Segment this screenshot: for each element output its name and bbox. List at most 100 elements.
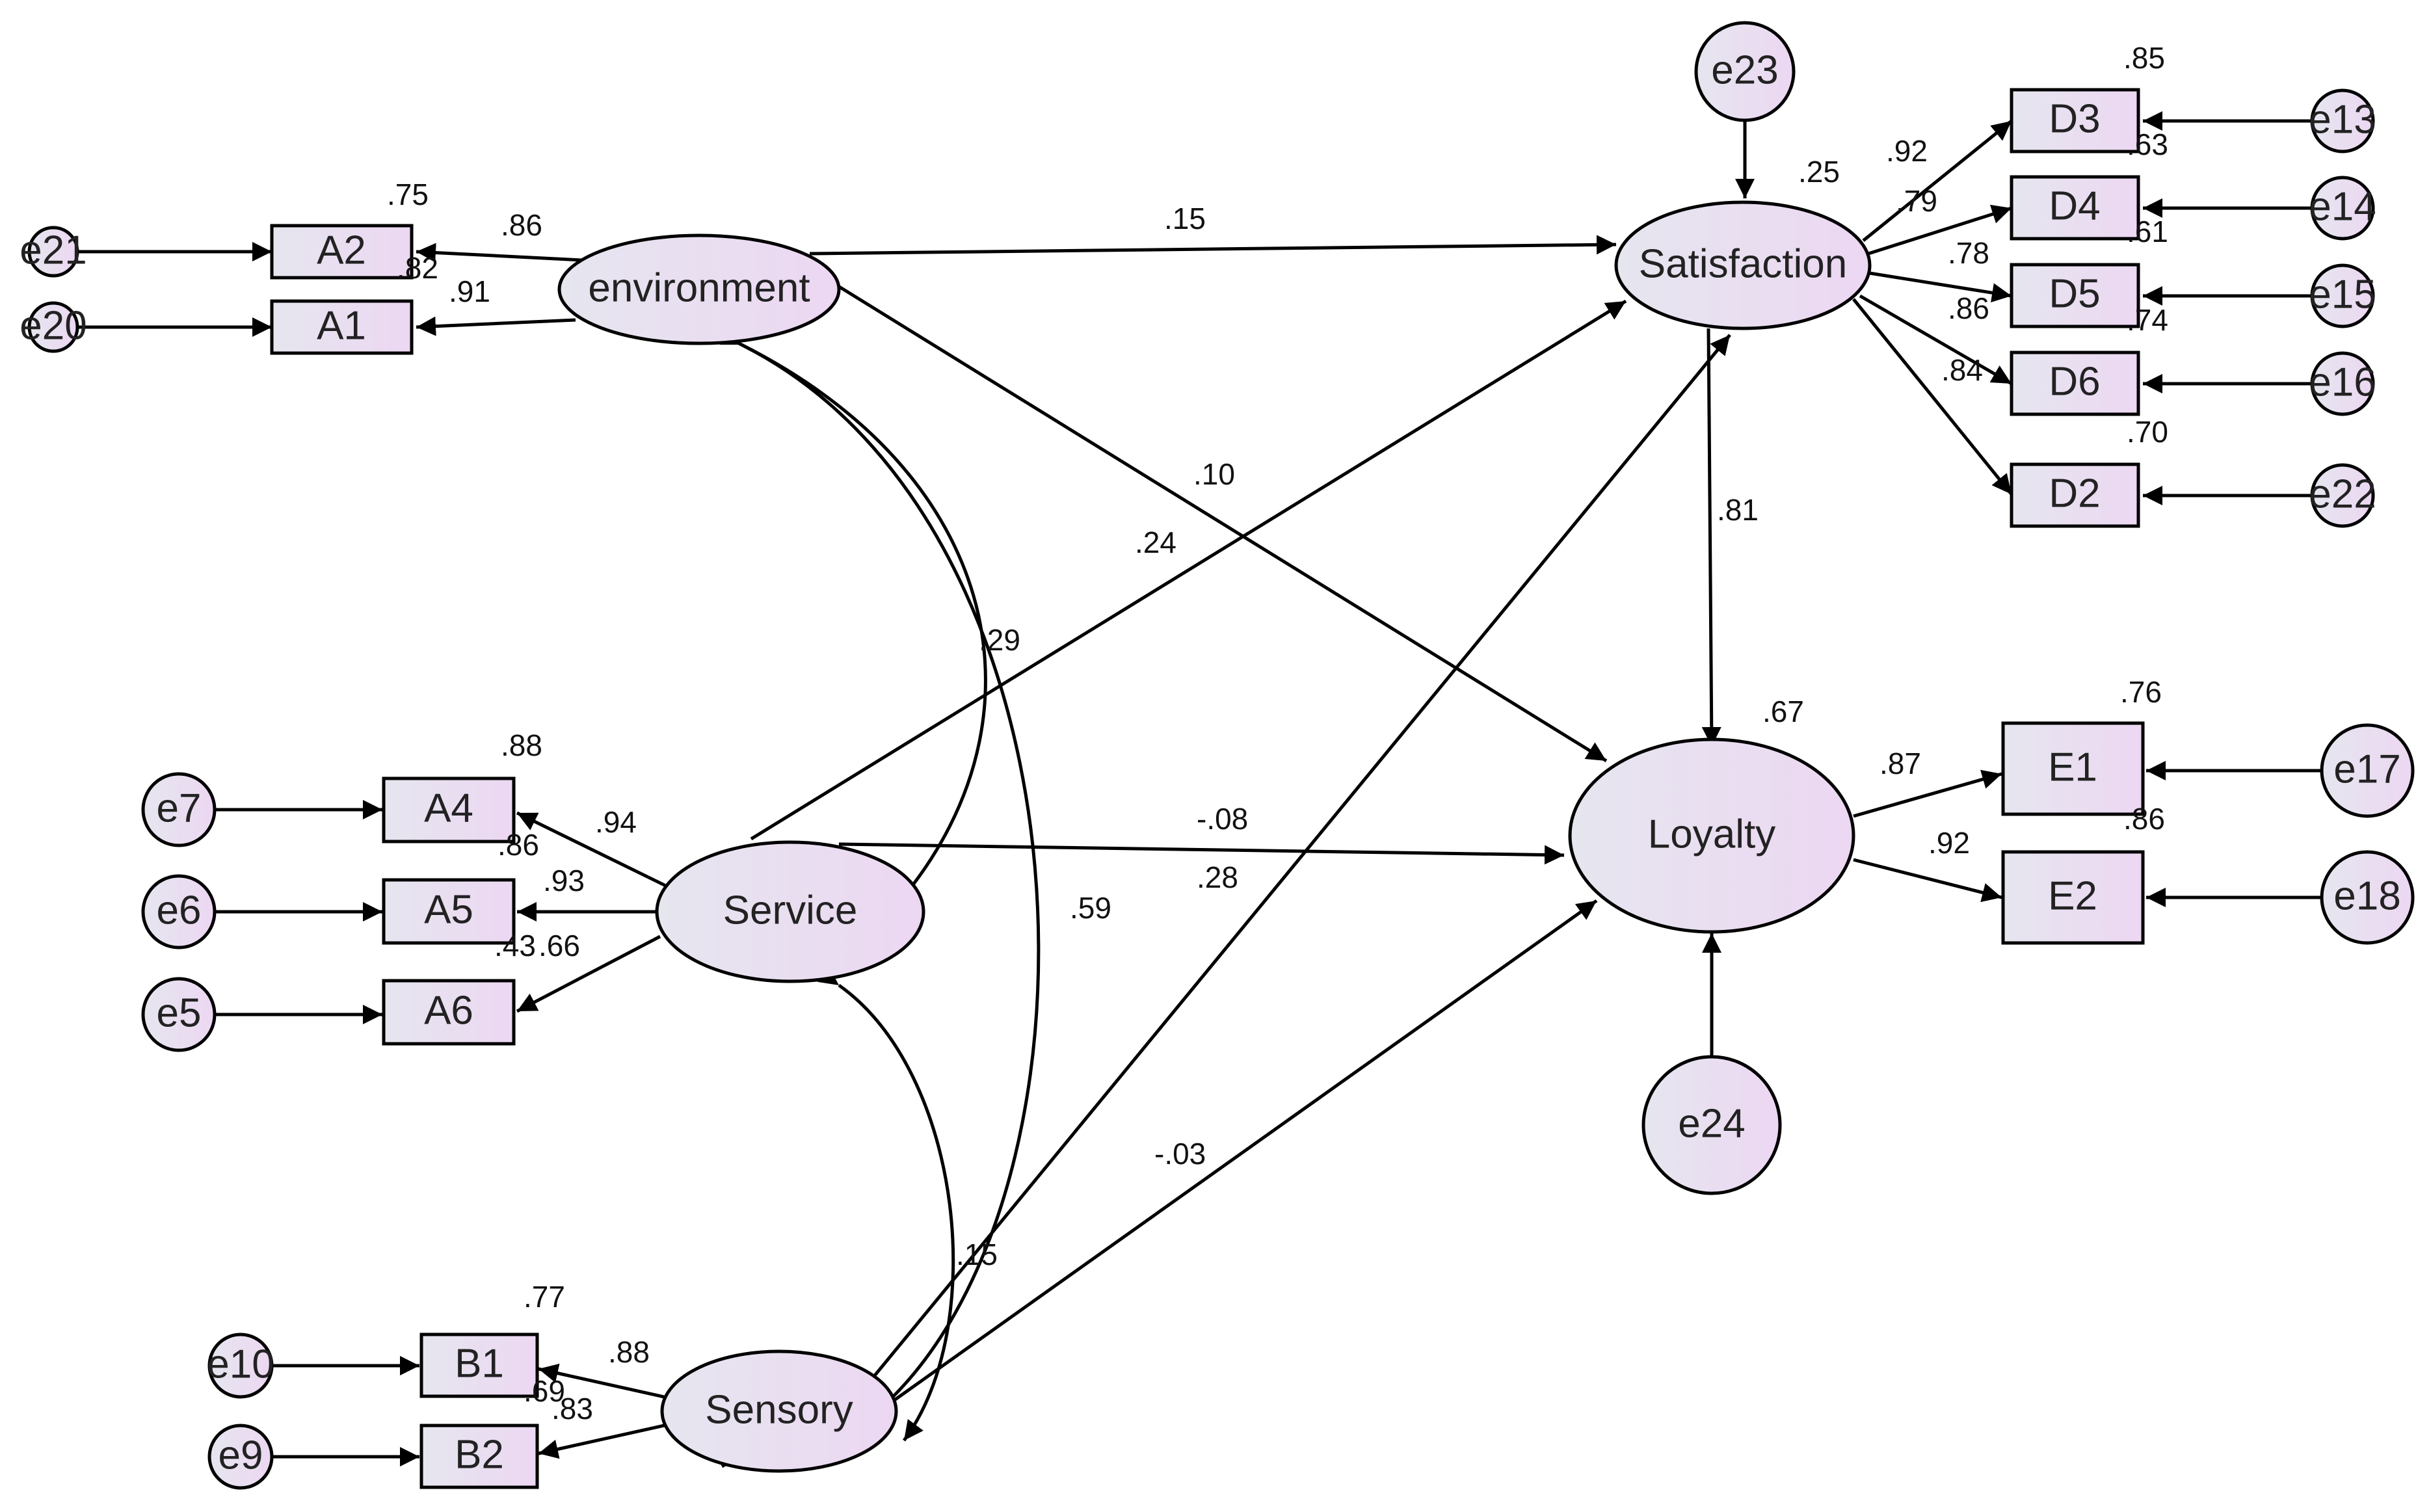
coef-load-E1: .87 <box>1880 747 1921 780</box>
error-e18: e18 <box>2320 850 2415 945</box>
edge-sat-D2 <box>1852 298 2013 496</box>
edge-service-loyalty <box>838 842 1565 865</box>
error-e7: e7 <box>141 772 217 847</box>
coef-r2-A6: .43 <box>494 929 536 962</box>
indicator-B1: B1 <box>419 1333 539 1398</box>
indicator-A4: A4 <box>382 776 516 843</box>
coef-path-sens-sat: .28 <box>1197 860 1238 894</box>
error-e20-label: e20 <box>20 303 86 348</box>
coef-r2-D5: .61 <box>2127 215 2168 248</box>
coef-r2-B1: .77 <box>524 1280 565 1314</box>
cov-service-sensory <box>817 966 955 1442</box>
coef-r2-E2: .86 <box>2123 802 2165 836</box>
coef-load-E2: .92 <box>1928 826 1970 860</box>
coef-cov-env-serv: .29 <box>979 623 1020 657</box>
edge-sensory-satisfaction <box>799 334 1731 1468</box>
indicator-A5: A5 <box>382 878 516 945</box>
indicator-B2-label: B2 <box>455 1432 504 1477</box>
indicator-B1-label: B1 <box>455 1341 504 1386</box>
coef-r2-A2: .75 <box>387 178 429 211</box>
coef-load-B2: .83 <box>551 1392 593 1426</box>
coef-r2-A1: .82 <box>397 251 438 285</box>
indicator-D2: D2 <box>2010 462 2140 528</box>
coef-load-D6: .86 <box>1948 291 1989 325</box>
indicator-A5-label: A5 <box>424 887 473 932</box>
error-e23-label: e23 <box>1711 47 1778 92</box>
coef-r2-B2: .69 <box>524 1374 565 1408</box>
edge-sat-D3 <box>1862 120 2013 242</box>
edge-env-A2 <box>416 243 583 263</box>
edge-sat-loyalty <box>1701 328 1721 747</box>
indicator-A2: A2 <box>270 224 414 280</box>
indicator-A1: A1 <box>270 299 414 355</box>
indicator-E1: E1 <box>2001 721 2145 816</box>
indicator-D6: D6 <box>2010 351 2140 416</box>
nodes: e21 e20 A2 A1 environment e23 Satisfacti… <box>20 21 2415 1490</box>
indicator-D3-label: D3 <box>2049 96 2100 141</box>
latent-loyalty: Loyalty <box>1568 737 1855 934</box>
edge-loyalty-E2 <box>1853 858 2002 903</box>
coef-load-env-A1: .91 <box>449 274 490 308</box>
error-e24: e24 <box>1641 1055 1782 1195</box>
coef-r2-D4: .63 <box>2127 127 2168 161</box>
latent-sensory: Sensory <box>660 1349 898 1473</box>
indicator-D4-label: D4 <box>2049 183 2100 228</box>
indicator-D5-label: D5 <box>2049 271 2100 316</box>
coef-r2-A4: .88 <box>501 728 542 762</box>
coef-load-D5: .78 <box>1948 236 1989 270</box>
indicator-A1-label: A1 <box>317 303 366 348</box>
edge-sat-D6 <box>1859 294 2013 386</box>
edge-env-A1 <box>416 316 576 336</box>
error-e15: e15 <box>2309 263 2376 328</box>
latent-satisfaction-label: Satisfaction <box>1639 241 1848 286</box>
indicator-A4-label: A4 <box>424 786 473 830</box>
error-e21-label: e21 <box>20 228 86 272</box>
edge-env-loyalty <box>779 248 1608 763</box>
latent-environment: environment <box>557 233 841 345</box>
indicator-E2: E2 <box>2001 850 2145 945</box>
error-e6: e6 <box>141 874 217 949</box>
indicator-E2-label: E2 <box>2048 873 2097 918</box>
edge-sensory-B2 <box>538 1422 671 1459</box>
latent-sensory-label: Sensory <box>705 1387 853 1432</box>
error-e13: e13 <box>2309 88 2376 153</box>
coef-path-sat-loy: .81 <box>1717 493 1759 527</box>
coef-path-serv-loy: -.08 <box>1197 802 1248 836</box>
coef-r2-sat: .25 <box>1798 155 1840 189</box>
latent-loyalty-label: Loyalty <box>1648 812 1775 856</box>
error-e23: e23 <box>1694 21 1796 122</box>
error-e9: e9 <box>207 1424 274 1490</box>
coef-load-env-A2: .86 <box>501 208 542 242</box>
coef-r2-D6: .74 <box>2127 303 2168 337</box>
edge-sensory-B1 <box>538 1363 671 1400</box>
coef-path-sens-loy: -.03 <box>1154 1137 1206 1171</box>
error-e14-label: e14 <box>2309 184 2376 229</box>
coef-path-serv-sat: .24 <box>1135 525 1176 559</box>
coef-load-B1: .88 <box>608 1335 650 1369</box>
indicator-B2: B2 <box>419 1424 539 1489</box>
error-e5: e5 <box>141 977 217 1052</box>
edge-sensory-loyalty <box>841 899 1598 1439</box>
coef-path-env-sat: .15 <box>1164 202 1206 235</box>
coef-cov-env-sens: .59 <box>1070 891 1111 925</box>
latent-service-label: Service <box>723 888 858 933</box>
coef-load-D2: .84 <box>1941 353 1983 387</box>
coefficients: .75 .86 .82 .91 .15 .10 .24 .29 .59 .28 … <box>387 41 2168 1426</box>
coef-load-A6: .66 <box>538 929 580 962</box>
edge-loyalty-E1 <box>1853 769 2002 818</box>
error-e16-label: e16 <box>2309 360 2376 405</box>
latent-service: Service <box>655 840 925 983</box>
coef-load-D4: .79 <box>1896 184 1937 218</box>
coef-load-D3: .92 <box>1886 134 1928 168</box>
edge-service-A6 <box>516 935 661 1013</box>
indicator-D2-label: D2 <box>2049 471 2100 516</box>
coef-path-env-loy: .10 <box>1193 457 1235 491</box>
error-e10: e10 <box>207 1333 274 1399</box>
coef-r2-loy: .67 <box>1762 695 1804 728</box>
latent-satisfaction: Satisfaction <box>1614 200 1872 330</box>
error-e9-label: e9 <box>219 1433 263 1478</box>
error-e22: e22 <box>2309 463 2376 528</box>
indicator-D6-label: D6 <box>2049 359 2100 404</box>
error-e22-label: e22 <box>2309 471 2376 516</box>
